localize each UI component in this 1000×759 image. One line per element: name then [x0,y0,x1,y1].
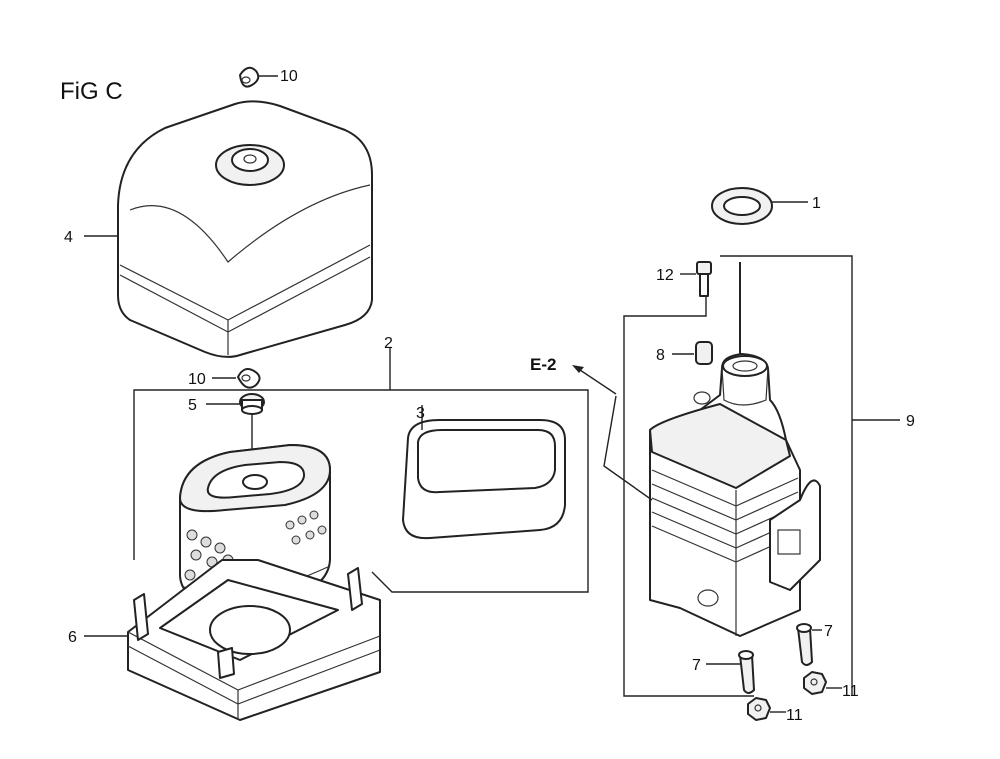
callout-7-left: 7 [692,657,701,674]
callout-12: 12 [656,267,674,284]
part-outer-foam-element [402,405,566,540]
callout-3: 3 [416,405,425,422]
callout-6: 6 [68,629,77,646]
part-elbow-case [649,262,821,637]
callout-1: 1 [812,195,821,212]
reference-label: E-2 [530,355,556,374]
part-bolt [680,261,712,297]
part-air-cleaner-cover [117,100,373,358]
part-elbow-assembly-bracket [623,255,900,697]
part-wing-nut-top [239,66,278,88]
part-collar [672,341,713,365]
callout-11-left: 11 [786,707,803,724]
figure-title: FiG C [60,78,123,105]
callout-10-lower: 10 [188,371,206,388]
callout-8: 8 [656,347,665,364]
reference-arrow [572,365,653,501]
callout-5: 5 [188,397,197,414]
callout-10-top: 10 [280,68,298,85]
part-air-cleaner-case [84,559,381,721]
part-flange-nuts [747,671,842,721]
part-wing-nut-lower [212,368,261,389]
callout-4: 4 [64,229,73,246]
part-grommet [206,393,265,415]
part-dowel-pins [706,623,822,694]
part-seal-ring [711,187,808,225]
callout-7-right: 7 [824,623,833,640]
callout-11-right: 11 [842,683,859,700]
part-element-assembly-bracket [133,348,589,593]
callout-9: 9 [906,413,915,430]
callout-2: 2 [384,335,393,352]
